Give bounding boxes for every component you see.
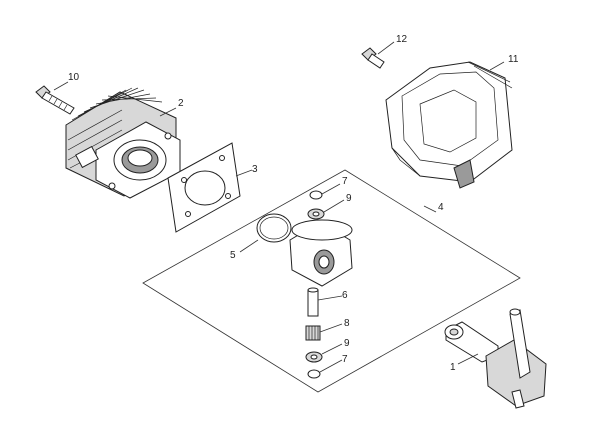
cylinder-icon (65, 87, 181, 199)
callout-4: 4 (438, 202, 444, 213)
piston-ring-icon (256, 213, 292, 243)
callout-2: 2 (178, 98, 184, 109)
circlip-icon (307, 369, 321, 379)
gasket-icon (167, 142, 241, 233)
callout-3: 3 (252, 164, 258, 175)
callout-1: 1 (450, 362, 456, 373)
callout-11: 11 (508, 54, 519, 65)
callout-9-bottom: 9 (344, 338, 350, 349)
circlip-icon (309, 190, 323, 200)
bolt-icon (361, 47, 385, 69)
callout-5: 5 (230, 250, 236, 261)
callout-12: 12 (396, 34, 408, 45)
callout-9-top: 9 (346, 193, 352, 204)
callout-8: 8 (344, 318, 350, 329)
shroud-icon (385, 61, 513, 189)
needle-bearing-icon (305, 325, 321, 341)
piston-pin-icon (307, 287, 319, 317)
piston-kit-boundary (142, 169, 521, 393)
callout-10: 10 (68, 72, 80, 83)
callout-6: 6 (342, 290, 348, 301)
bolt-icon (35, 85, 75, 115)
piston-icon (289, 219, 353, 287)
crankshaft-icon (444, 308, 547, 409)
callout-7-bottom: 7 (342, 354, 348, 365)
callout-7-top: 7 (342, 176, 348, 187)
